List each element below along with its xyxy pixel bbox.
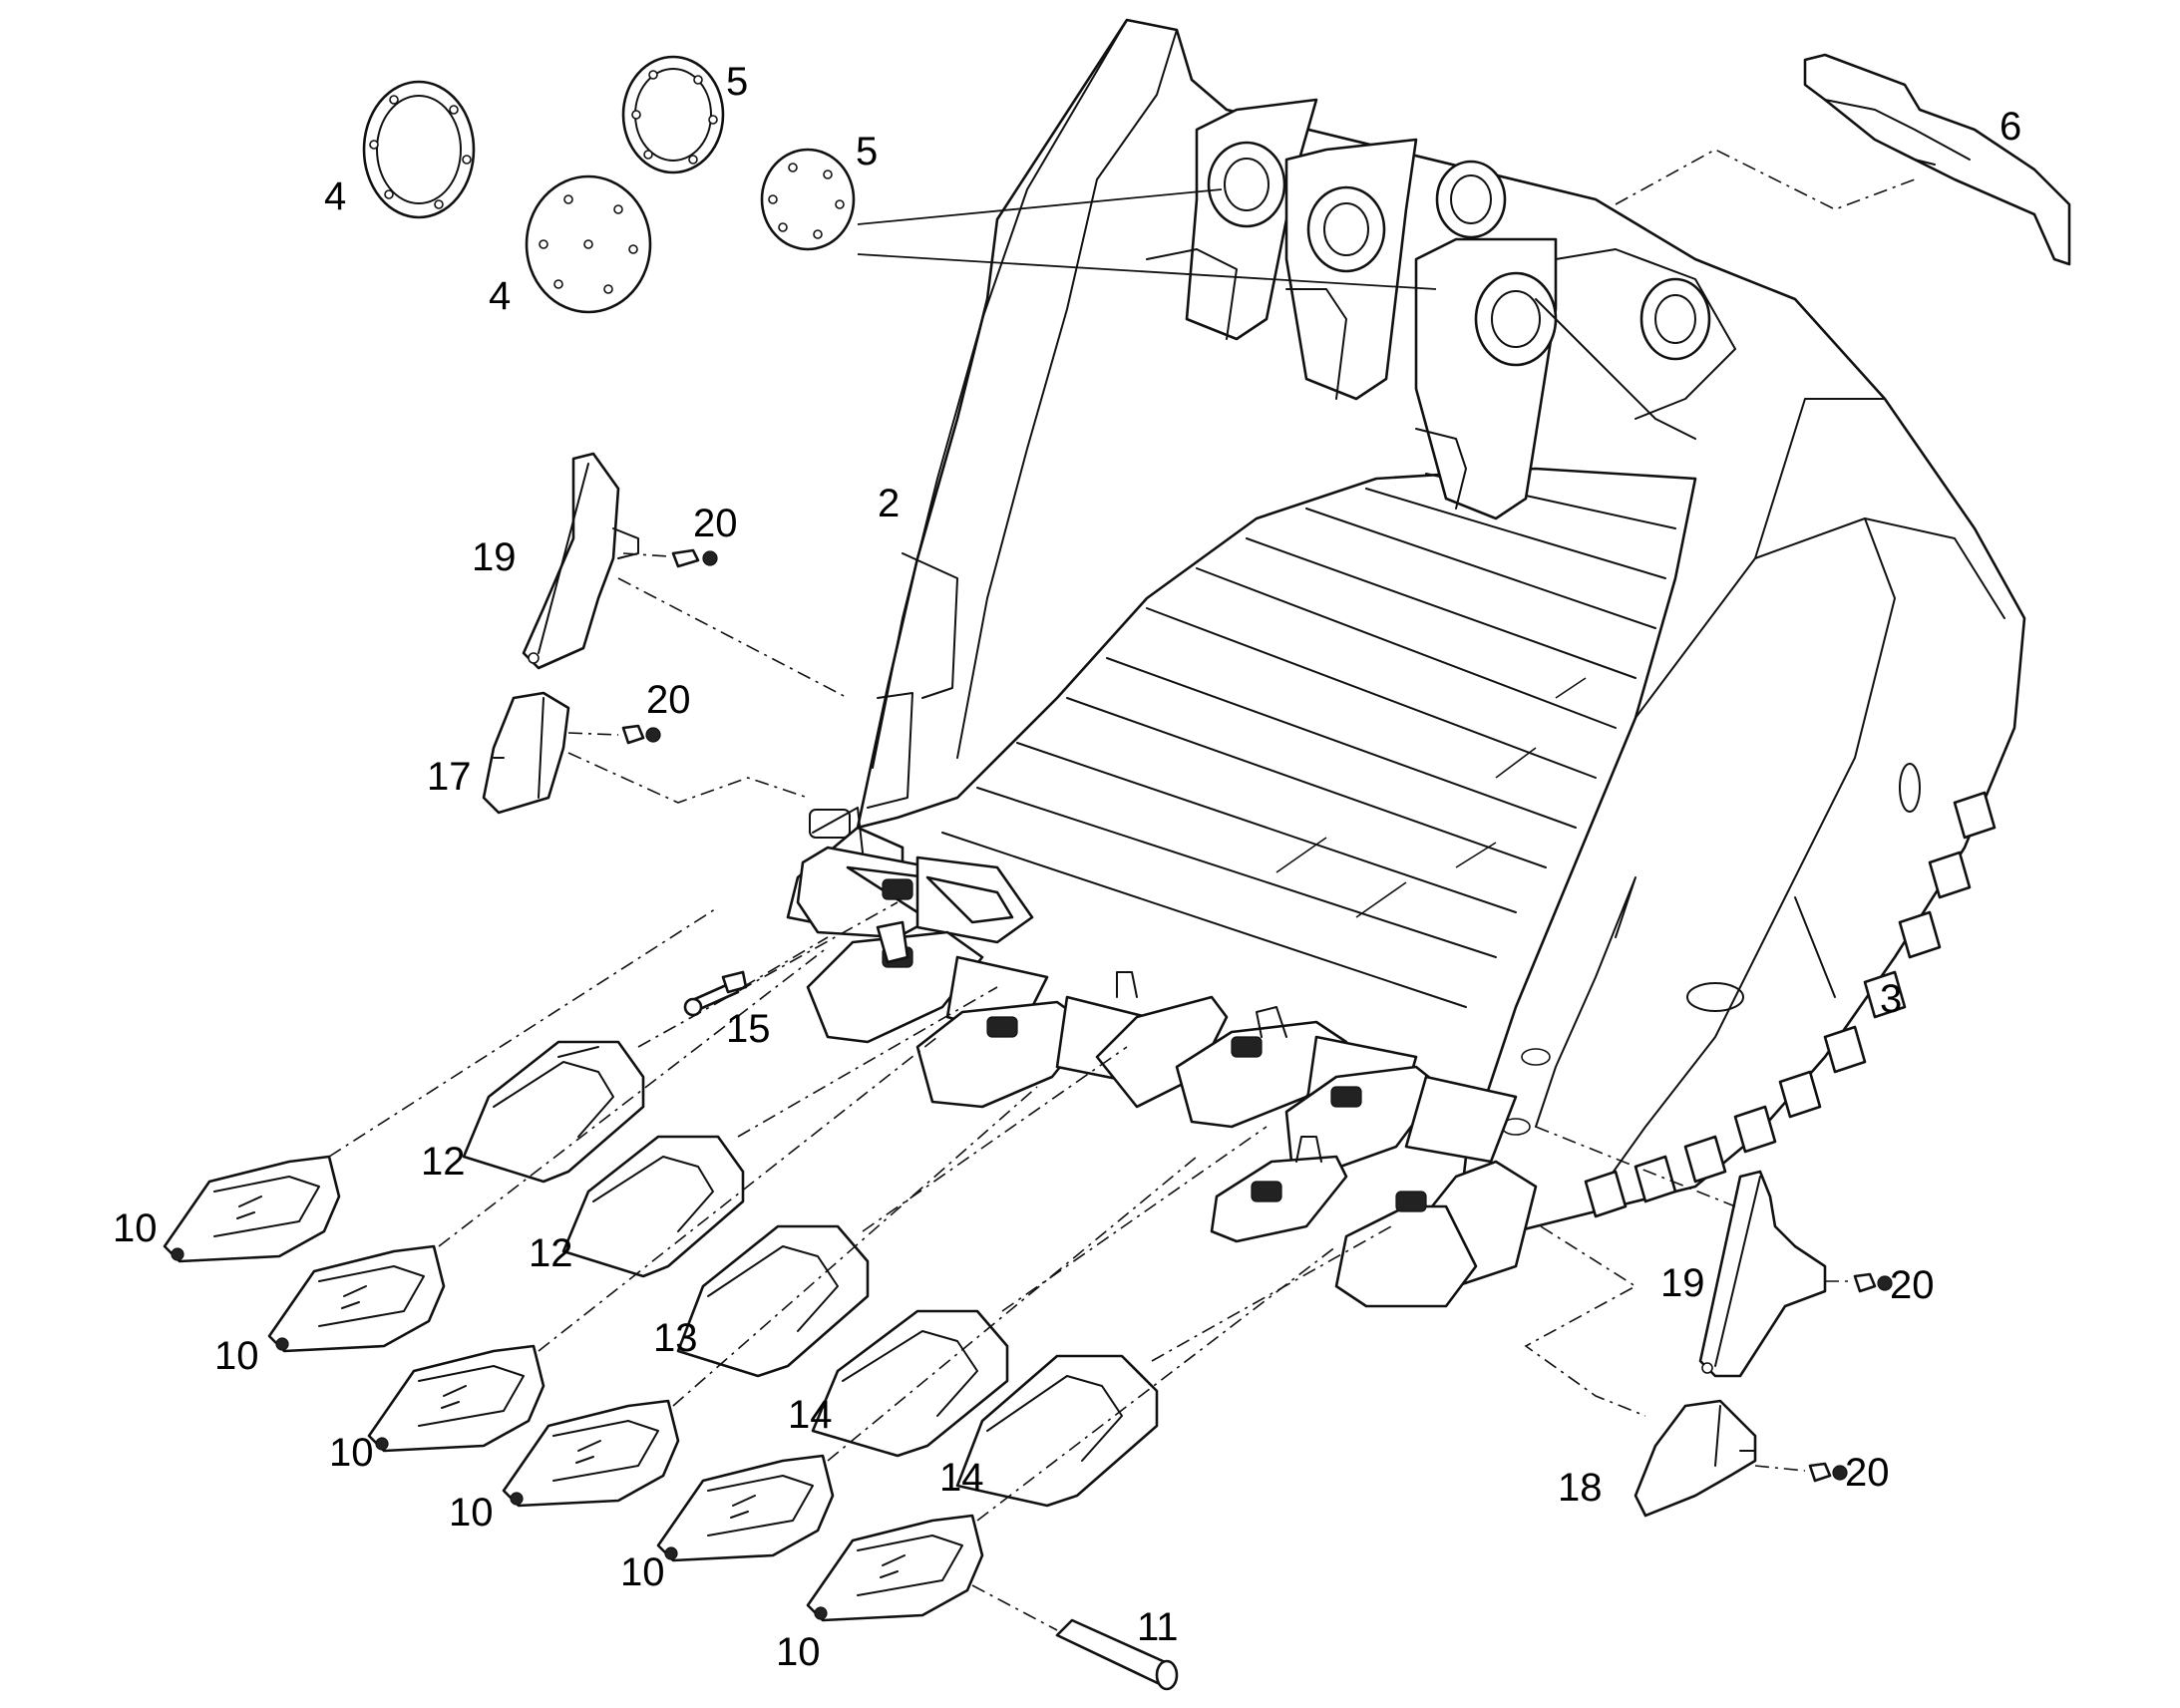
callout-13: 13	[653, 1316, 698, 1360]
tooth-10e	[656, 1454, 835, 1562]
callout-4b: 4	[489, 274, 511, 318]
callout-12b: 12	[529, 1231, 573, 1275]
callout-10c: 10	[329, 1431, 374, 1475]
callout-2: 2	[878, 482, 900, 525]
side-cutter-teeth	[1584, 791, 1997, 1218]
callout-3: 3	[1880, 977, 1902, 1021]
bolt-15	[683, 970, 748, 1017]
callout-19a: 19	[472, 535, 517, 579]
callout-20b: 20	[646, 678, 691, 722]
callout-12a: 12	[421, 1140, 466, 1184]
callout-20c: 20	[1890, 1263, 1935, 1307]
callout-4a: 4	[324, 174, 346, 218]
wear-cap-12b	[561, 1135, 745, 1278]
callout-14b: 14	[939, 1456, 984, 1500]
cover-plate-5b	[760, 148, 856, 251]
callout-15: 15	[726, 1007, 771, 1051]
callout-10a: 10	[113, 1206, 158, 1250]
pin-11	[1055, 1618, 1179, 1691]
lip-adapters	[796, 846, 1518, 1308]
tooth-10a	[163, 1155, 341, 1263]
tooth-10c	[367, 1344, 545, 1453]
wear-cap-14a	[811, 1309, 1009, 1458]
wear-cap-12a	[462, 1040, 645, 1184]
fastener-20b	[621, 724, 661, 745]
callout-5b: 5	[856, 130, 878, 173]
wear-plate-19-right	[1698, 1170, 1827, 1378]
cover-plate-4b	[525, 174, 652, 314]
tooth-10f	[806, 1514, 984, 1622]
hinge-bosses	[1146, 98, 1736, 520]
fastener-20d	[1808, 1462, 1848, 1483]
cover-plate-4a	[362, 80, 476, 219]
wear-cap-13	[676, 1224, 870, 1378]
callout-11: 11	[1137, 1605, 1179, 1649]
bucket-body	[786, 18, 2026, 1298]
wear-plate-18	[1634, 1399, 1757, 1518]
callout-5a: 5	[726, 60, 748, 104]
callout-20a: 20	[693, 502, 738, 545]
tooth-10d	[502, 1399, 680, 1508]
wear-cap-14b	[955, 1354, 1159, 1508]
part-6-segment	[1803, 53, 2071, 266]
cover-plate-5a	[621, 55, 725, 174]
callout-10b: 10	[214, 1334, 259, 1378]
callout-18: 18	[1558, 1466, 1603, 1510]
fastener-20a	[671, 548, 718, 568]
callout-14a: 14	[788, 1393, 833, 1437]
callout-10f: 10	[776, 1630, 821, 1674]
tooth-10b	[267, 1244, 446, 1353]
wear-plate-17	[482, 691, 570, 815]
callout-17: 17	[427, 755, 472, 799]
callout-6: 6	[1999, 105, 2021, 149]
callout-19b: 19	[1660, 1261, 1705, 1305]
fastener-20c	[1853, 1272, 1893, 1293]
callout-20d: 20	[1845, 1451, 1890, 1495]
callout-10d: 10	[449, 1491, 494, 1535]
wear-plate-19-left	[522, 452, 639, 670]
callout-10e: 10	[620, 1550, 665, 1594]
